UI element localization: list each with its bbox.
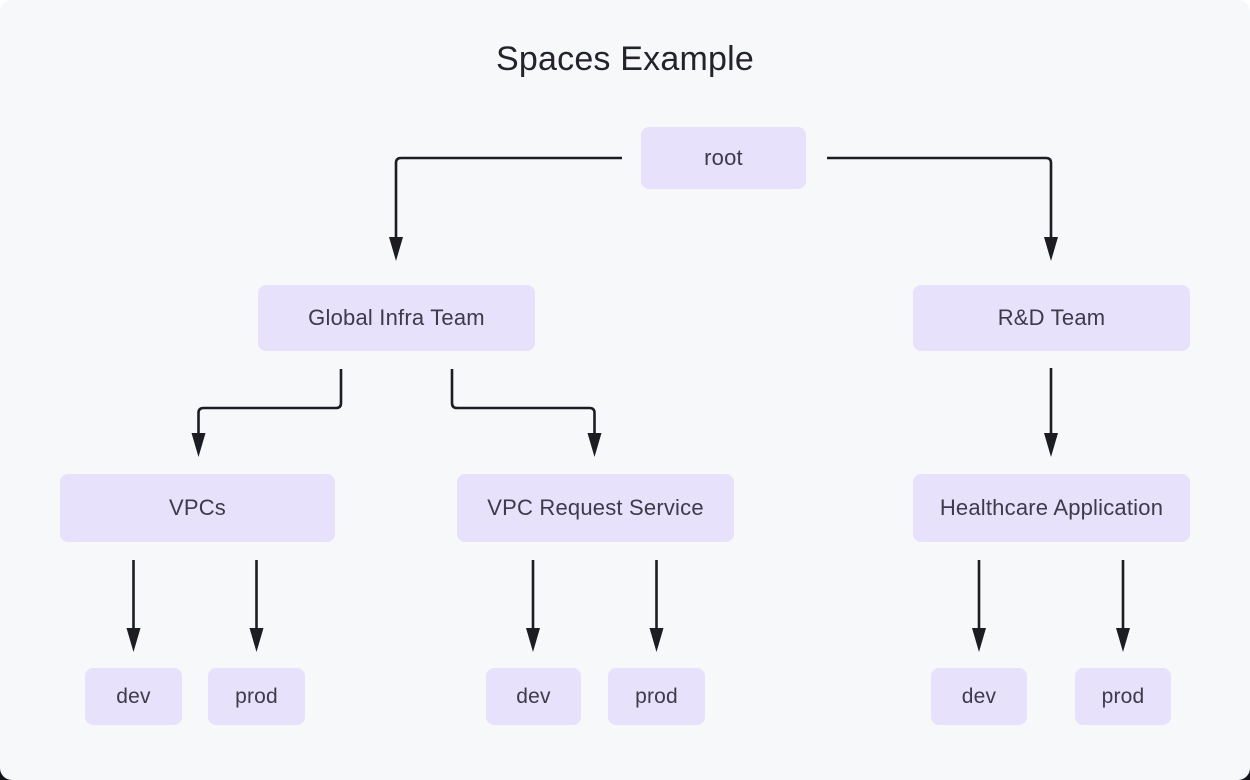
arrowhead-healthcare-application-prod — [1116, 628, 1130, 652]
node-vpcs: VPCs — [60, 474, 335, 542]
arrowhead-healthcare-application-dev — [972, 628, 986, 652]
arrowhead-vpcs — [191, 433, 206, 457]
node-healthcare-application-prod-label: prod — [1101, 684, 1145, 708]
node-vpc-request-service-prod: prod — [608, 668, 705, 725]
arrowhead-vpcs-dev — [126, 628, 141, 652]
edge-global-infra-team-vpc-request-service — [450, 369, 596, 433]
node-vpcs-dev: dev — [85, 668, 182, 725]
edge-root-rd-team — [827, 156, 1053, 237]
node-rd-team-label: R&D Team — [997, 305, 1106, 330]
node-healthcare-application-dev-label: dev — [961, 684, 997, 708]
node-root-label: root — [704, 145, 743, 170]
edge-global-infra-team-vpcs — [197, 369, 343, 433]
node-vpcs-prod-label: prod — [235, 684, 278, 708]
arrowhead-rd-team — [1044, 237, 1058, 261]
node-vpcs-label: VPCs — [168, 495, 227, 520]
arrowhead-healthcare-application — [1044, 433, 1058, 457]
arrowhead-vpcs-prod — [249, 628, 264, 652]
node-vpcs-prod: prod — [208, 668, 305, 725]
node-rd-team: R&D Team — [913, 285, 1190, 351]
diagram-title: Spaces Example — [496, 40, 754, 78]
node-healthcare-application-dev: dev — [931, 668, 1027, 725]
node-vpcs-dev-label: dev — [116, 684, 151, 708]
node-healthcare-application-label: Healthcare Application — [939, 495, 1164, 520]
node-vpc-request-service-prod-label: prod — [635, 684, 678, 708]
node-vpc-request-service: VPC Request Service — [457, 474, 734, 542]
node-healthcare-application-prod: prod — [1075, 668, 1171, 725]
node-vpc-request-service-dev-label: dev — [516, 684, 551, 708]
node-vpc-request-service-dev: dev — [486, 668, 581, 725]
edge-root-global-infra-team — [394, 156, 622, 237]
node-vpc-request-service-label: VPC Request Service — [487, 495, 704, 520]
node-healthcare-application: Healthcare Application — [913, 474, 1190, 542]
arrowhead-global-infra-team — [389, 237, 403, 261]
arrowhead-vpc-request-service-prod — [649, 628, 664, 652]
arrowhead-vpc-request-service-dev — [526, 628, 540, 652]
node-global-infra-team: Global Infra Team — [258, 285, 535, 351]
node-root: root — [641, 127, 806, 189]
node-global-infra-team-label: Global Infra Team — [308, 305, 485, 330]
arrowhead-vpc-request-service — [587, 433, 602, 457]
